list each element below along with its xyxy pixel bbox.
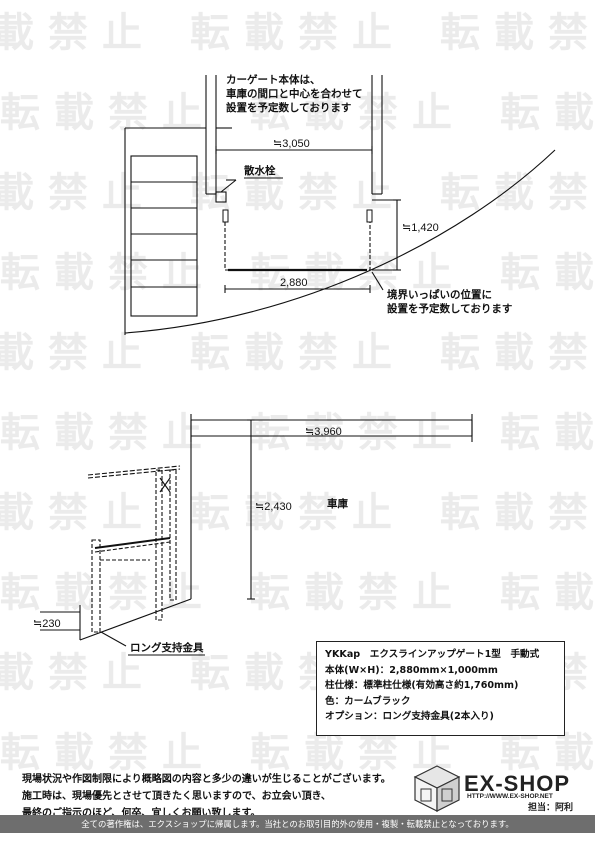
brand-url: HTTP://WWW.EX-SHOP.NET [467, 793, 553, 800]
watermark-text: 転載禁止 [440, 170, 595, 216]
note-boundary-line2: 設置を予定数しております [387, 303, 513, 315]
watermark-text: 転載禁止 [0, 250, 216, 296]
watermark-text: 転載禁止 [250, 250, 466, 296]
dim-width-label: 2,880 [280, 277, 308, 289]
note-line2: 施工時は、現場優先とさせて頂きたく思いますので、お立会い頂き、 [22, 791, 331, 802]
watermark-text: 転載禁止 [190, 10, 406, 56]
watermark-text: 転載禁止 [190, 170, 406, 216]
watermark-text: 転載禁止 [0, 570, 216, 616]
watermark-text: 転載禁止 [250, 570, 466, 616]
gate-post-left [222, 209, 229, 223]
dim-garage-height-label: ≒2,430 [255, 501, 292, 513]
staff-label: 担当：阿利 [528, 803, 574, 813]
watermark-text: 転載禁止 [500, 250, 595, 296]
gate-post-front [155, 469, 163, 621]
staircase [130, 155, 198, 317]
note-center-line1: カーゲート本体は、 [226, 74, 321, 86]
gate-beam [87, 465, 181, 476]
drain-box [215, 191, 227, 203]
watermark-text: 転載禁止 [500, 730, 595, 776]
watermark-text: 転載禁止 [500, 90, 595, 136]
dim-opening-label: ≒3,050 [273, 138, 310, 150]
watermark-text: 転載禁止 [0, 490, 156, 536]
cube-logo-icon [413, 765, 461, 812]
spec-product: YKKap エクスラインアップゲート1型 手動式 [325, 649, 540, 660]
dim-base-label: ≒230 [33, 618, 61, 630]
watermark-text: 転載禁止 [0, 330, 156, 376]
support-bracket [91, 539, 101, 633]
spec-post: 柱仕様：標準柱仕様(有効高さ約1,760mm) [325, 680, 519, 691]
note-boundary-line1: 境界いっぱいの位置に [387, 289, 492, 301]
watermark-text: 転載禁止 [0, 650, 156, 696]
dim-garage-width-label: ≒3,960 [305, 426, 342, 438]
spec-size: 本体(W×H)：2,880mm×1,000mm [325, 664, 498, 676]
bracket-label: ロング支持金具 [130, 642, 204, 654]
gate-outline [224, 222, 371, 271]
watermark-text: 転載禁止 [500, 570, 595, 616]
watermark-text: 転載禁止 [440, 10, 595, 56]
spec-color: 色：カームブラック [325, 695, 411, 707]
watermark-text: 転載禁止 [0, 410, 216, 456]
note-line3: 最終のご指示のほど、何卒、宜しくお願い致します。 [22, 808, 261, 819]
copyright-footer: 全ての著作権は、エクスショップに帰属します。当社とのお取引目的外の使用・複製・転… [0, 815, 595, 833]
spec-box: YKKap エクスラインアップゲート1型 手動式 本体(W×H)：2,880mm… [316, 641, 565, 736]
watermark-text: 転載禁止 [440, 330, 595, 376]
dim-depth-label: ≒1,420 [402, 222, 439, 234]
note-line1: 現場状況や作図制限により概略図の内容と多少の違いが生じることがございます。 [22, 774, 391, 785]
watermark-text: 転載禁止 [250, 90, 466, 136]
watermark-text: 転載禁止 [0, 170, 156, 216]
site-notes: 現場状況や作図制限により概略図の内容と多少の違いが生じることがございます。 施工… [22, 771, 391, 822]
watermark-text: 転載禁止 [250, 730, 466, 776]
note-center-line2: 車庫の間口と中心を合わせて [226, 88, 363, 100]
gate-post-right [366, 209, 373, 223]
note-center-line3: 設置を予定数しております [226, 102, 352, 114]
spec-option: オプション：ロング支持金具(2本入り) [325, 711, 494, 722]
drain-label: 散水栓 [244, 165, 276, 177]
watermark-text: 転載禁止 [190, 330, 406, 376]
watermark-text: 転載禁止 [0, 730, 216, 776]
watermark-text: 転載禁止 [500, 410, 595, 456]
ground-line [79, 598, 192, 641]
watermark-text: 転載禁止 [190, 490, 406, 536]
watermark-text: 転載禁止 [250, 410, 466, 456]
brand-logo: EX-SHOP [464, 771, 571, 796]
watermark-text: 転載禁止 [440, 490, 595, 536]
watermark-text: 転載禁止 [0, 10, 156, 56]
garage-label: 車庫 [327, 498, 348, 510]
